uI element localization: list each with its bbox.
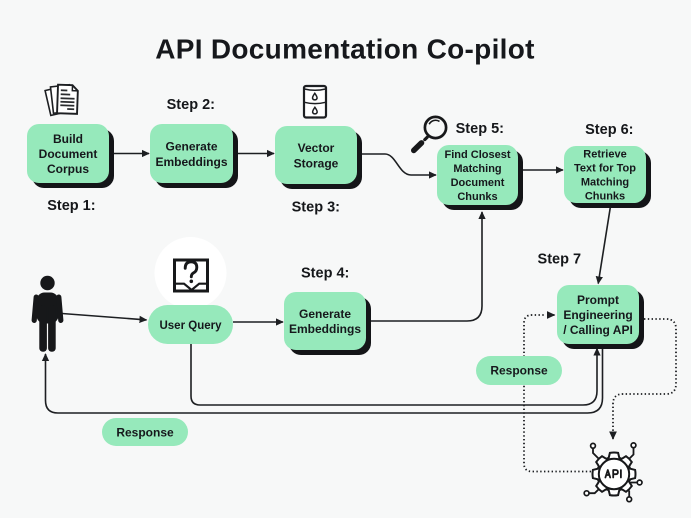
svg-text:User Query: User Query	[159, 320, 222, 332]
svg-text:Step 2:: Step 2:	[167, 97, 215, 113]
svg-text:Step 5:: Step 5:	[456, 121, 504, 137]
svg-text:Response: Response	[490, 364, 548, 378]
svg-text:Response: Response	[116, 425, 174, 439]
svg-text:Step 6:: Step 6:	[585, 122, 633, 138]
svg-text:Step 1:: Step 1:	[47, 198, 95, 214]
svg-text:API Documentation Co-pilot: API Documentation Co-pilot	[155, 34, 535, 65]
svg-text:Step 4:: Step 4:	[301, 266, 349, 282]
svg-text:Step 3:: Step 3:	[292, 199, 340, 215]
svg-text:Step 7: Step 7	[538, 252, 582, 268]
